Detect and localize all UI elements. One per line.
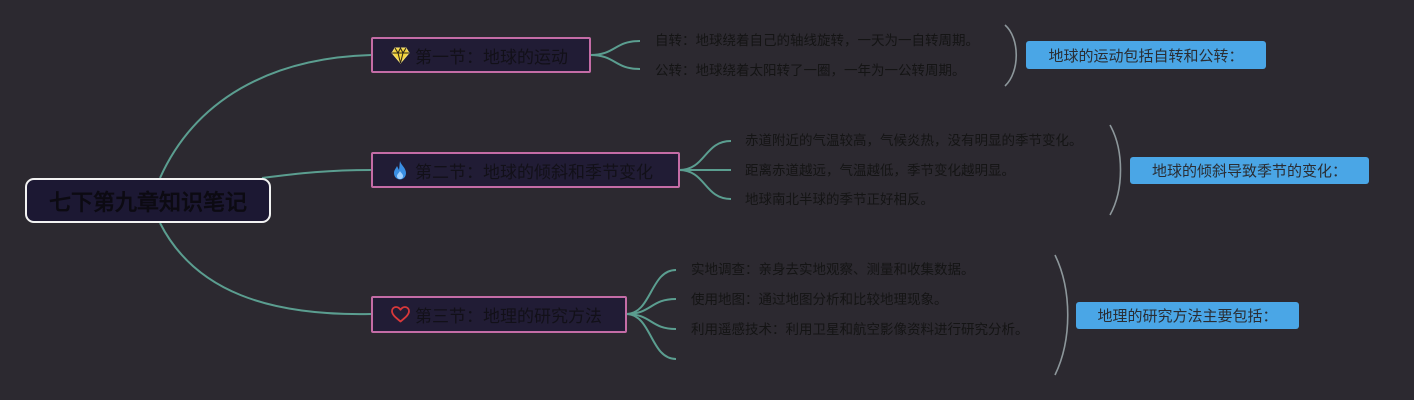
branch-3-item-2[interactable]: 使用地图：通过地图分析和比较地理现象。 xyxy=(691,292,948,308)
root-topic-label: 七下第九章知识笔记 xyxy=(48,190,247,216)
branch-3-item-1[interactable]: 实地调查：亲身去实地观察、测量和收集数据。 xyxy=(691,262,975,278)
branch-topic-2-label: 第二节：地球的倾斜和季节变化 xyxy=(415,162,653,183)
flame-icon xyxy=(390,160,410,180)
branch-3-summary[interactable]: 地理的研究方法主要包括： xyxy=(1076,302,1299,329)
branch-1-item-2[interactable]: 公转：地球绕着太阳转了一圈，一年为一公转周期。 xyxy=(655,63,966,79)
diamond-icon xyxy=(390,45,410,65)
branch-topic-1[interactable]: 第一节：地球的运动 xyxy=(371,37,591,73)
heart-icon xyxy=(390,305,410,325)
branch-topic-3[interactable]: 第三节：地理的研究方法 xyxy=(371,296,627,333)
branch-1-summary-label: 地球的运动包括自转和公转： xyxy=(1048,46,1244,65)
branch-1-summary-brace xyxy=(1004,24,1017,87)
branch-2-item-3[interactable]: 地球南北半球的季节正好相反。 xyxy=(745,192,934,208)
branch-2-item-2[interactable]: 距离赤道越远，气温越低，季节变化越明显。 xyxy=(745,163,1015,179)
branch-topic-2[interactable]: 第二节：地球的倾斜和季节变化 xyxy=(371,152,680,188)
branch-1-item-2-connector xyxy=(589,54,641,70)
branch-3-item-4-connector xyxy=(625,313,677,360)
branch-2-item-1[interactable]: 赤道附近的气温较高，气候炎热，没有明显的季节变化。 xyxy=(745,133,1083,149)
branch-topic-3-label: 第三节：地理的研究方法 xyxy=(415,307,602,327)
branch-2-summary[interactable]: 地球的倾斜导致季节的变化： xyxy=(1130,157,1369,184)
root-to-branch-2-connector xyxy=(261,169,372,179)
branch-2-item-3-connector xyxy=(678,169,732,200)
branch-1-item-1-connector xyxy=(589,40,641,56)
branch-2-summary-brace xyxy=(1109,124,1122,216)
branch-1-item-1[interactable]: 自转：地球绕着自己的轴线旋转，一天为一自转周期。 xyxy=(655,33,979,49)
branch-2-summary-label: 地球的倾斜导致季节的变化： xyxy=(1151,162,1347,180)
root-to-branch-3-connector xyxy=(159,222,372,316)
branch-3-summary-brace xyxy=(1054,254,1069,376)
root-to-branch-1-connector xyxy=(159,54,372,179)
branch-3-summary-label: 地理的研究方法主要包括： xyxy=(1097,307,1278,325)
branch-topic-1-label: 第一节：地球的运动 xyxy=(415,47,568,68)
root-topic[interactable]: 七下第九章知识笔记 xyxy=(25,178,271,223)
branch-1-summary[interactable]: 地球的运动包括自转和公转： xyxy=(1026,41,1266,69)
branch-3-item-3[interactable]: 利用遥感技术：利用卫星和航空影像资料进行研究分析。 xyxy=(691,322,1029,338)
branch-2-item-1-connector xyxy=(678,140,732,171)
